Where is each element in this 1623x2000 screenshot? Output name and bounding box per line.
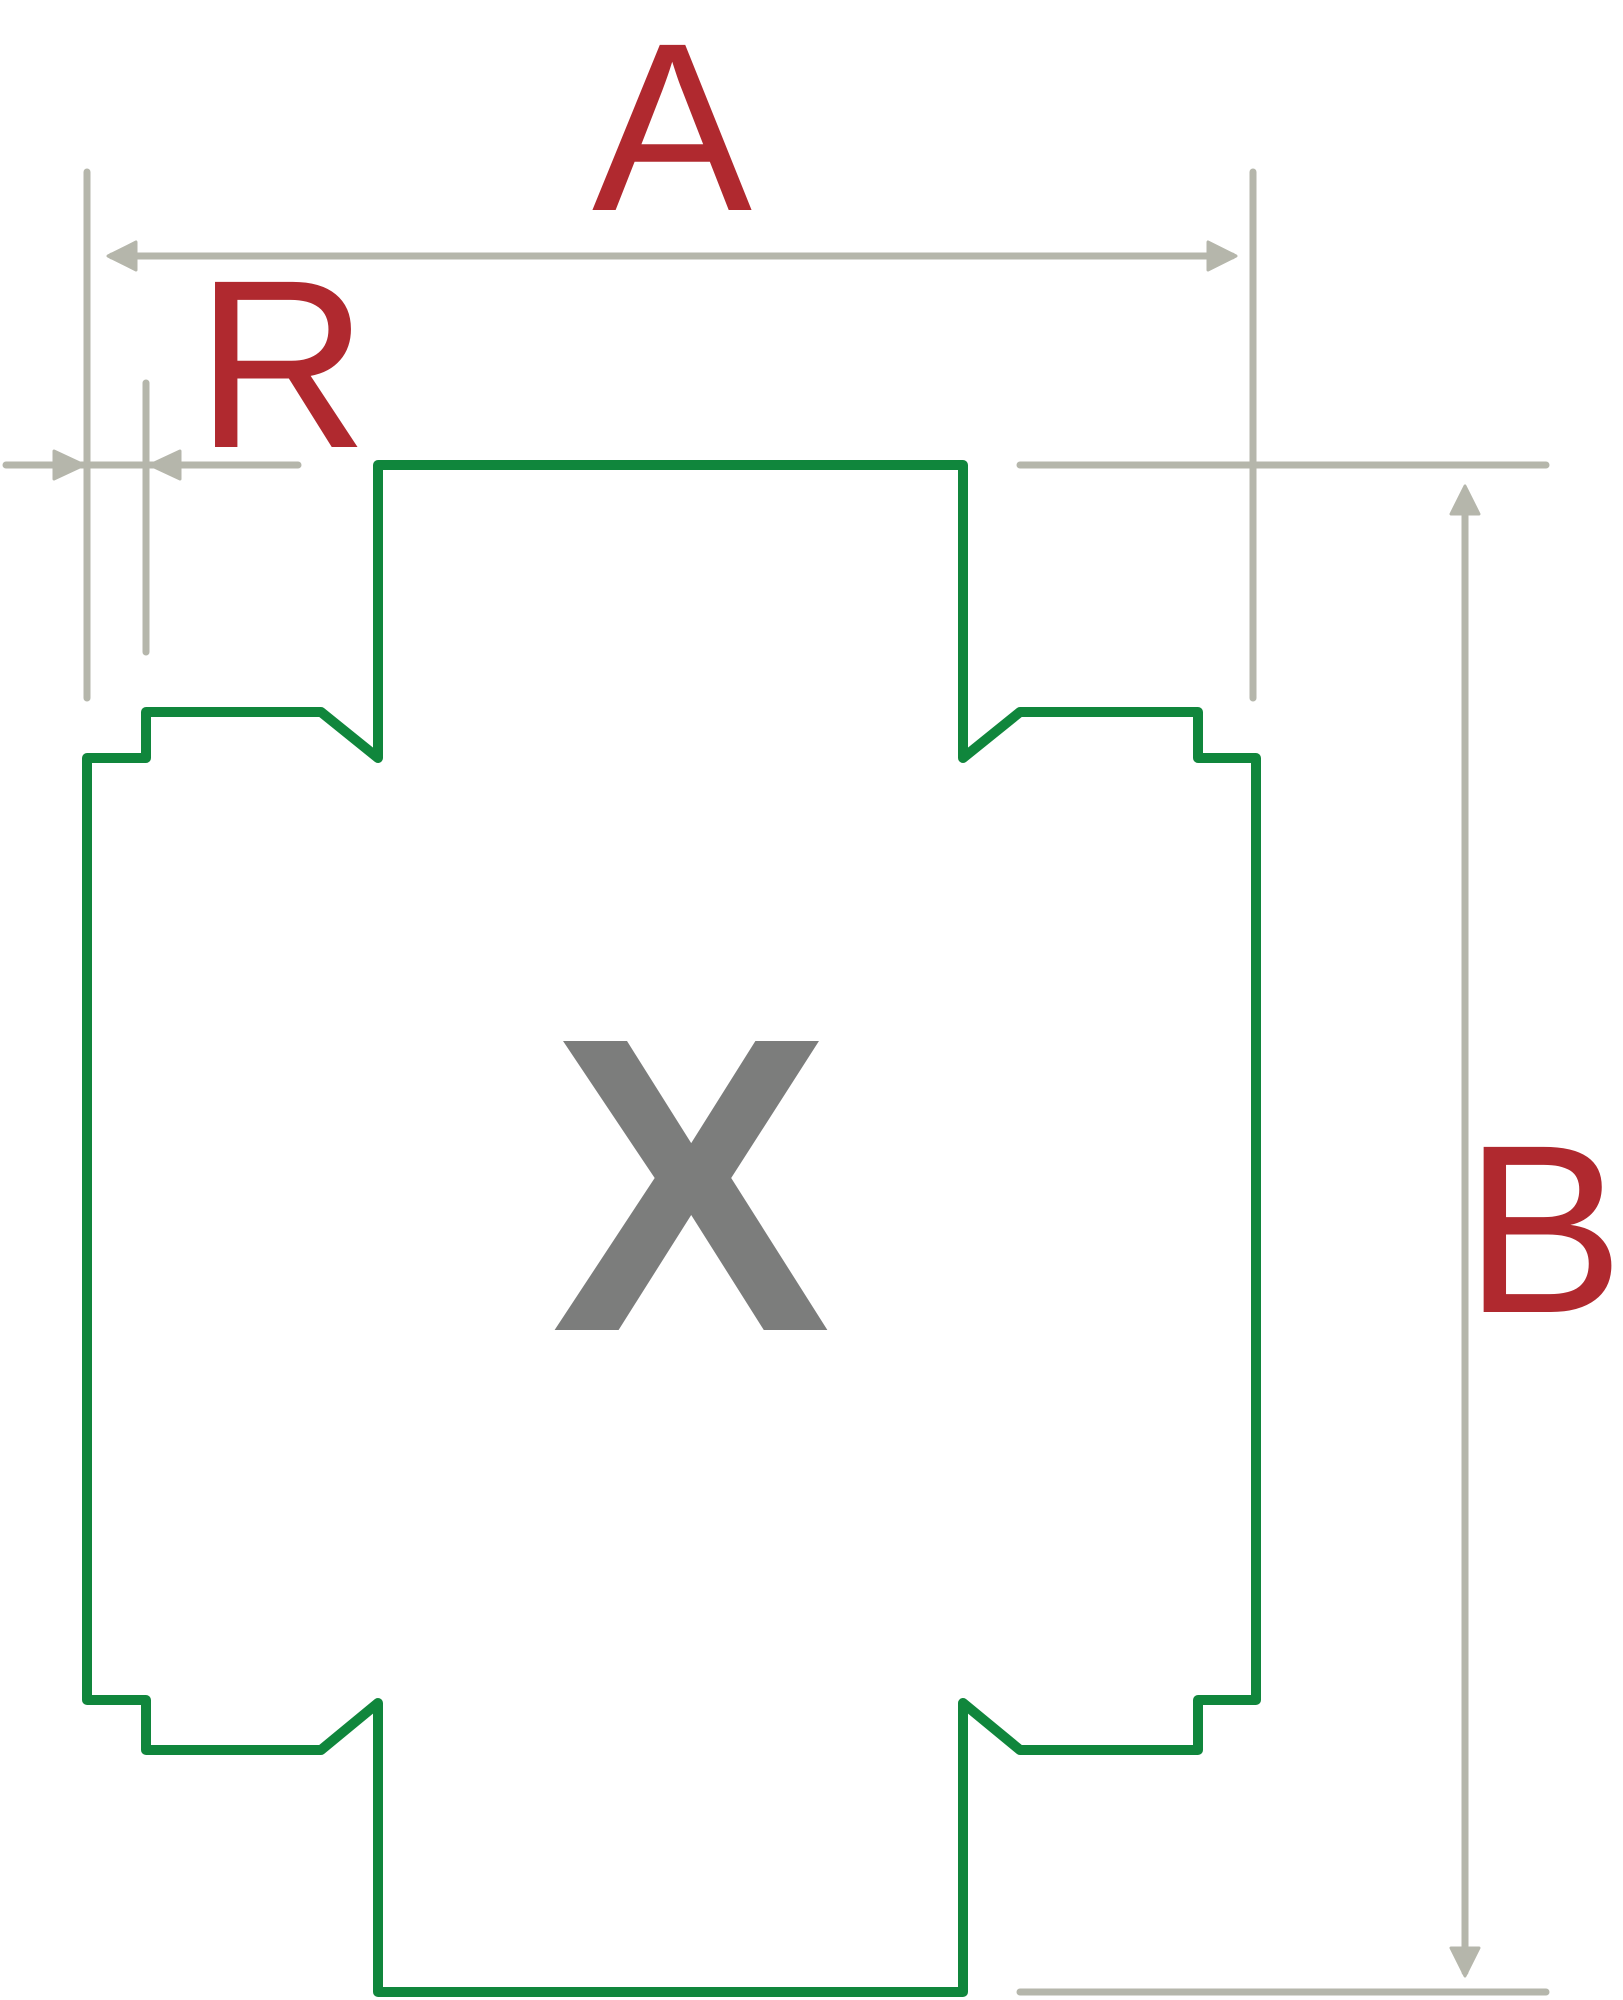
height-label: B [1464, 1095, 1623, 1363]
arrowhead-icon [148, 449, 182, 481]
arrowhead-icon [1449, 484, 1481, 516]
box-outline [82, 460, 1261, 1997]
width-label: A [592, 0, 752, 261]
dimension-lines [2, 168, 1550, 1996]
center-label: X [551, 951, 833, 1420]
arrowhead-icon [1206, 240, 1238, 272]
offset-label: R [195, 230, 368, 498]
arrowhead-icon [106, 240, 138, 272]
arrowhead-icon [1449, 1946, 1481, 1978]
arrowhead-icon [52, 449, 86, 481]
